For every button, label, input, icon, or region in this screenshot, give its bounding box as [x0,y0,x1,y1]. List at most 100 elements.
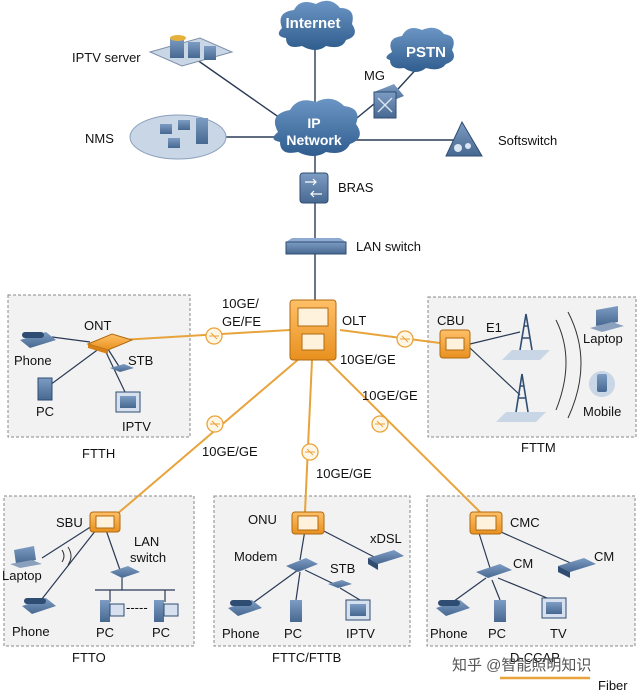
fttc-onu-label: ONU [248,512,277,527]
ftto-sbu-label: SBU [56,515,83,530]
stb-icon [328,580,352,588]
ftto-lan-label-1: LAN [134,534,159,549]
splitter-icons [205,327,414,461]
phone-icon [22,598,56,614]
pc-icon [494,600,506,622]
dslam-icon [368,550,404,570]
link-label-olt-left-1: 10GE/ [222,296,259,311]
softswitch-icon [445,120,483,157]
docsis-cm1-label: CM [513,556,533,571]
ont-icon [86,333,134,354]
ftto-dots: ----- [126,600,148,615]
ip-network-label-1: IP [307,115,320,131]
ftto-laptop-label: Laptop [2,568,42,583]
docsis-tv-label: TV [550,626,567,641]
cbu-icon [439,329,471,359]
olt-icon [289,299,337,361]
lan-switch-icon [110,566,140,578]
ip-network-label-2: Network [286,132,341,148]
fttc-modem-label: Modem [234,549,277,564]
tv-icon [541,597,567,619]
ftto-pc1-label: PC [96,625,114,640]
link-label-olt-left-down: 10GE/GE [202,444,258,459]
ftto-phone-label: Phone [12,624,50,639]
ftth-ont-label: ONT [84,318,112,333]
docsis-title: D-CCAP [510,650,560,665]
modem-icon [286,558,318,572]
laptop-icon [590,306,624,332]
pc-icon [37,377,53,401]
cell-tower-icon [502,313,550,360]
nms-label: NMS [85,131,114,146]
link-label-olt-right-down: 10GE/GE [362,388,418,403]
pc-icon [290,600,302,622]
iptv-server-icon [148,35,234,67]
phone-icon [228,600,262,616]
fttm-e1-label: E1 [486,320,502,335]
docsis-area [426,495,636,647]
iptv-server-label: IPTV server [72,50,141,65]
cable-modem-icon [558,558,596,578]
fttc-stb-label: STB [330,561,355,576]
fttc-pc-label: PC [284,626,302,641]
fttm-laptop-label: Laptop [583,331,623,346]
pc-icon [154,600,179,622]
onu-icon [291,511,325,535]
cell-tower-icon [496,373,546,422]
fttc-iptv-label: IPTV [346,626,375,641]
mobile-icon [589,371,615,397]
fttc-phone-label: Phone [222,626,260,641]
fttc-title: FTTC/FTTB [272,650,341,665]
ftth-iptv-label: IPTV [122,419,151,434]
link-label-olt-right: 10GE/GE [340,352,396,367]
pstn-label: PSTN [406,44,446,61]
lan-switch-label: LAN switch [356,239,421,254]
mg-label: MG [364,68,385,83]
ftth-area [7,294,191,438]
stb-icon [110,364,134,372]
ftto-lan-label-2: switch [130,550,166,565]
watermark: 知乎 @智能照明知识 [452,656,591,674]
olt-label: OLT [342,313,366,328]
pc-icon [100,600,125,622]
internet-cloud-icon [278,0,355,51]
nms-icon [129,114,227,160]
cable-modem-icon [476,564,512,578]
link-label-olt-down: 10GE/GE [316,466,372,481]
softswitch-label: Softswitch [498,133,557,148]
lan-switch-icon [285,238,347,255]
docsis-cm2-label: CM [594,549,614,564]
laptop-icon [10,546,42,568]
pstn-cloud-icon [386,27,454,72]
fttc-xdsl-label: xDSL [370,531,402,546]
ftth-phone-label: Phone [14,353,52,368]
ftto-pc2-label: PC [152,625,170,640]
phone-icon [436,600,470,616]
phone-icon [20,332,56,348]
docsis-cmc-label: CMC [510,515,540,530]
access-links [37,331,576,606]
wireless-arcs [61,546,72,566]
mg-icon [373,84,404,119]
ip-network-cloud-icon [273,98,360,156]
bras-label: BRAS [338,180,374,195]
cmc-icon [469,511,503,535]
core-links [189,40,455,300]
ftth-pc-label: PC [36,404,54,419]
tv-icon [115,391,141,413]
fttm-cbu-label: CBU [437,313,464,328]
internet-label: Internet [285,15,340,32]
bras-icon [299,172,329,204]
wireless-arcs [555,311,582,419]
docsis-pc-label: PC [488,626,506,641]
fttm-title: FTTM [521,440,556,455]
ftto-title: FTTO [72,650,106,665]
link-label-olt-left-2: GE/FE [222,314,261,329]
docsis-phone-label: Phone [430,626,468,641]
fttm-mobile-label: Mobile [583,404,621,419]
ftth-stb-label: STB [128,353,153,368]
fiber-links [109,329,481,521]
ftth-title: FTTH [82,446,115,461]
sbu-icon [89,511,121,533]
